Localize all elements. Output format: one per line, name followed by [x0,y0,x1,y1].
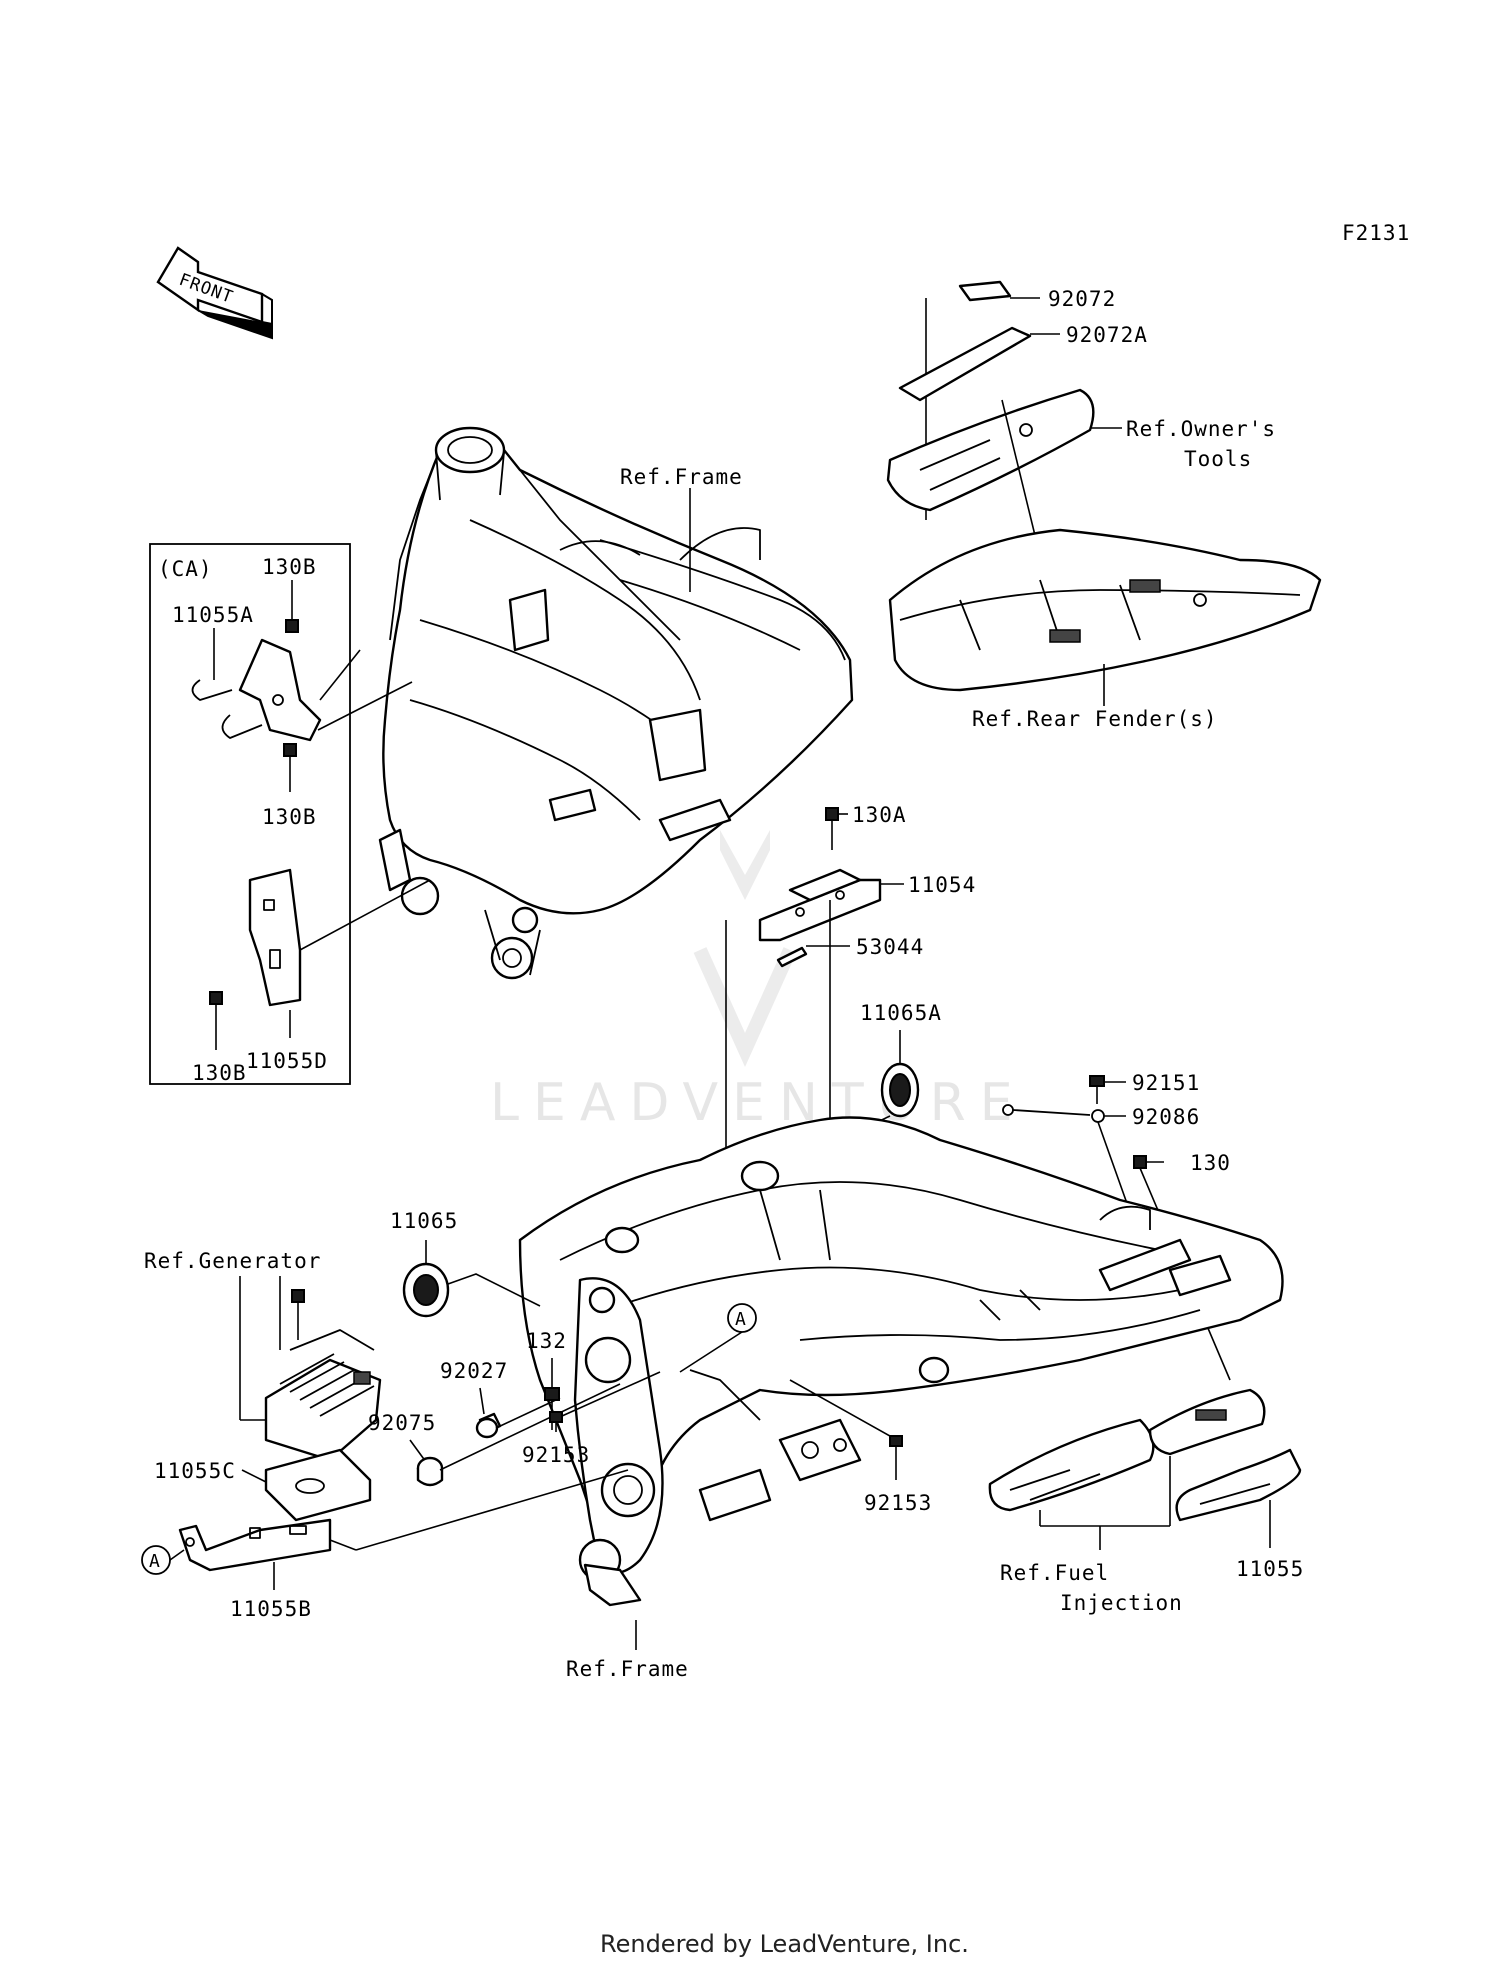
ref-frame-top-label: Ref.Frame [620,465,743,489]
ref-owners-tools-label-2: Tools [1184,447,1252,471]
part-53044-label: 53044 [856,935,924,959]
part-130b-label-3: 130B [192,1061,247,1085]
bolt-130b-icon-3 [209,991,223,1005]
part-92086-label: 92086 [1132,1105,1200,1129]
svg-text:A: A [149,1551,161,1572]
part-11055d-label: 11055D [246,1049,328,1073]
part-11065-label: 11065 [390,1209,458,1233]
bracket-11055d-drawing [248,868,302,1007]
ref-frame-bottom-label: Ref.Frame [566,1657,689,1681]
strap-92072a-drawing [898,326,1032,402]
fuel-injection-parts-drawing [988,1388,1266,1512]
grommet-11065a-drawing [880,1062,920,1118]
callout-a-frame: A [727,1303,757,1333]
bolt-generator-icon [291,1289,305,1340]
ref-rear-fender-label: Ref.Rear Fender(s) [972,707,1218,731]
part-92027-label: 92027 [440,1359,508,1383]
bracket-11055a-drawing [191,638,322,742]
rear-fender-drawing [888,528,1322,692]
upper-frame-drawing [378,426,854,980]
part-11054-label: 11054 [908,873,976,897]
callout-a-bracket: A [141,1545,171,1575]
part-130b-label-2: 130B [262,805,317,829]
part-11055-label: 11055 [1236,1557,1304,1581]
part-11055c-label: 11055C [154,1459,236,1483]
footer-credit: Rendered by LeadVenture, Inc. [600,1930,969,1958]
watermark-text: LEADVENTURE [490,1073,1027,1133]
front-arrow-icon: FRONT [156,246,273,340]
owners-tools-drawing [886,388,1095,512]
part-130-label: 130 [1190,1151,1231,1175]
part-11055b-label: 11055B [230,1597,312,1621]
bracket-11055c-drawing [264,1448,372,1522]
lower-frame-drawing [518,1116,1284,1607]
part-92151-label: 92151 [1132,1071,1200,1095]
part-92153-label-right: 92153 [864,1491,932,1515]
svg-text:A: A [735,1309,747,1330]
damper-92075-drawing [416,1456,444,1487]
part-92072-label: 92072 [1048,287,1116,311]
bolt-130b-icon-2 [283,743,297,757]
part-130b-label: 130B [262,555,317,579]
part-92153-label-left: 92153 [522,1443,590,1467]
bolt-92151-icon [1089,1075,1105,1104]
leadventure-watermark: LEADVENTURE [490,830,1027,1133]
part-130a-label: 130A [852,803,907,827]
ref-generator-label: Ref.Generator [144,1249,321,1273]
part-11055a-label: 11055A [172,603,254,627]
pin-53044-drawing [776,946,808,968]
part-92075-label: 92075 [368,1411,436,1435]
bolt-92153-left-icon [549,1411,563,1423]
ca-label: (CA) [158,557,213,581]
ref-fuel-injection-label-1: Ref.Fuel [1000,1561,1109,1585]
grommet-11065-drawing [402,1262,450,1318]
bolt-92153-right-icon [889,1435,903,1447]
bolt-130b-icon [285,619,299,633]
collar-92027-drawing [475,1412,502,1439]
ref-fuel-injection-label-2: Injection [1060,1591,1183,1615]
regulator-drawing [264,1329,382,1462]
bolt-130-icon [1133,1155,1147,1169]
bolt-130a-icon [825,807,839,821]
cover-11055-drawing [1175,1448,1302,1522]
ref-owners-tools-label-1: Ref.Owner's [1126,417,1276,441]
tool-strap-92072-drawing [958,280,1012,302]
part-132-label: 132 [526,1329,567,1353]
part-11065a-label: 11065A [860,1001,942,1025]
part-92072a-label: 92072A [1066,323,1148,347]
figure-code: F2131 [1342,221,1410,245]
ca-box [149,543,351,1085]
bracket-11055b-drawing [178,1518,332,1572]
bracket-11054-drawing [758,868,882,942]
